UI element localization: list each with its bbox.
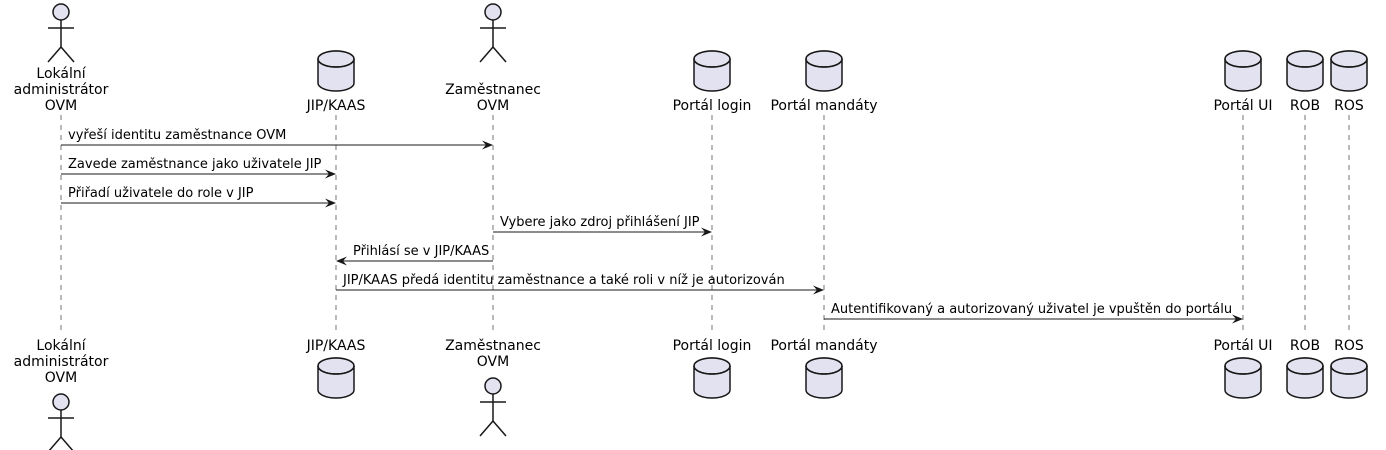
ui-database-icon [1224,357,1262,399]
participant-top-ros: ROS [1330,50,1368,114]
message-label: Autentifikovaný a autorizovaný uživatel … [831,302,1232,317]
arrowhead-icon [701,227,712,237]
message-label: Přiřadí uživatele do role v JIP [68,186,254,201]
arrowhead-icon [1232,314,1243,324]
ros-database-icon [1330,50,1368,92]
ros-database-icon [1330,357,1368,399]
message-label: Vybere jako zdroj přihlášení JIP [500,215,700,230]
employee-actor-icon [479,3,507,63]
participant-top-login: Portál login [673,50,752,114]
message-5: Přihlásí se v JIP/KAAS [336,244,493,266]
participant-label-top: OVM [45,98,77,114]
participant-top-rob: ROB [1286,50,1324,114]
participant-label-bottom: Portál login [673,338,752,354]
rob-database-icon [1286,50,1324,92]
login-database-icon [693,50,731,92]
participant-label-top: Zaměstnanec [445,82,541,98]
participant-top-ui: Portál UI [1213,50,1273,114]
participant-bottom-rob: ROB [1286,338,1324,399]
participant-bottom-mandates: Portál mandáty [770,338,878,399]
participant-label-bottom: Portál mandáty [770,338,877,354]
participant-label-top: OVM [477,98,509,114]
login-database-icon [693,357,731,399]
arrowhead-icon [325,169,336,179]
message-7: Autentifikovaný a autorizovaný uživatel … [824,302,1243,324]
participant-label-top: ROS [1334,98,1364,114]
participant-label-bottom: JIP/KAAS [306,338,366,354]
participant-label-top: Portál mandáty [770,98,877,114]
message-label: Zavede zaměstnance jako uživatele JIP [68,157,322,172]
participant-top-jip: JIP/KAAS [306,50,366,114]
participant-label-top: Lokální [36,66,86,82]
participant-label-top: JIP/KAAS [306,98,366,114]
message-3: Přiřadí uživatele do role v JIP [61,186,336,208]
mandates-database-icon [805,50,843,92]
participant-label-top: Portál login [673,98,752,114]
mandates-database-icon [805,357,843,399]
messages: vyřeší identitu zaměstnance OVM Zavede za… [61,128,1243,324]
participant-top-mandates: Portál mandáty [770,50,878,114]
admin-actor-icon [47,3,75,63]
participant-label-bottom: administrátor [14,354,109,370]
arrowhead-icon [813,285,824,295]
message-label: vyřeší identitu zaměstnance OVM [68,128,286,143]
participant-label-bottom: OVM [45,370,77,386]
message-4: Vybere jako zdroj přihlášení JIP [493,215,712,237]
arrowhead-icon [482,140,493,150]
participant-bottom-ros: ROS [1330,338,1368,399]
participant-label-bottom: ROS [1334,338,1364,354]
message-1: vyřeší identitu zaměstnance OVM [61,128,493,150]
participant-label-top: ROB [1290,98,1320,114]
arrowhead-icon [325,198,336,208]
participant-bottom-login: Portál login [673,338,752,399]
jip-database-icon [317,50,355,92]
jip-database-icon [317,357,355,399]
participant-label-top: Portál UI [1213,98,1272,114]
message-2: Zavede zaměstnance jako uživatele JIP [61,157,336,179]
message-label: JIP/KAAS předá identitu zaměstnance a ta… [342,273,785,288]
participant-label-top: administrátor [14,82,109,98]
participant-bottom-jip: JIP/KAAS [306,338,366,399]
admin-actor-icon [48,393,74,450]
message-6: JIP/KAAS předá identitu zaměstnance a ta… [336,273,824,295]
lifelines [60,115,1350,335]
participant-label-bottom: OVM [477,354,509,370]
participant-label-bottom: ROB [1290,338,1320,354]
ui-database-icon [1224,50,1262,92]
employee-actor-icon [479,377,507,437]
participant-bottom-ui: Portál UI [1213,338,1273,399]
participant-label-bottom: Portál UI [1213,338,1272,354]
arrowhead-icon [336,256,347,266]
participant-label-bottom: Lokální [36,338,86,354]
participant-label-bottom: Zaměstnanec [445,338,541,354]
rob-database-icon [1286,357,1324,399]
message-label: Přihlásí se v JIP/KAAS [353,244,489,259]
